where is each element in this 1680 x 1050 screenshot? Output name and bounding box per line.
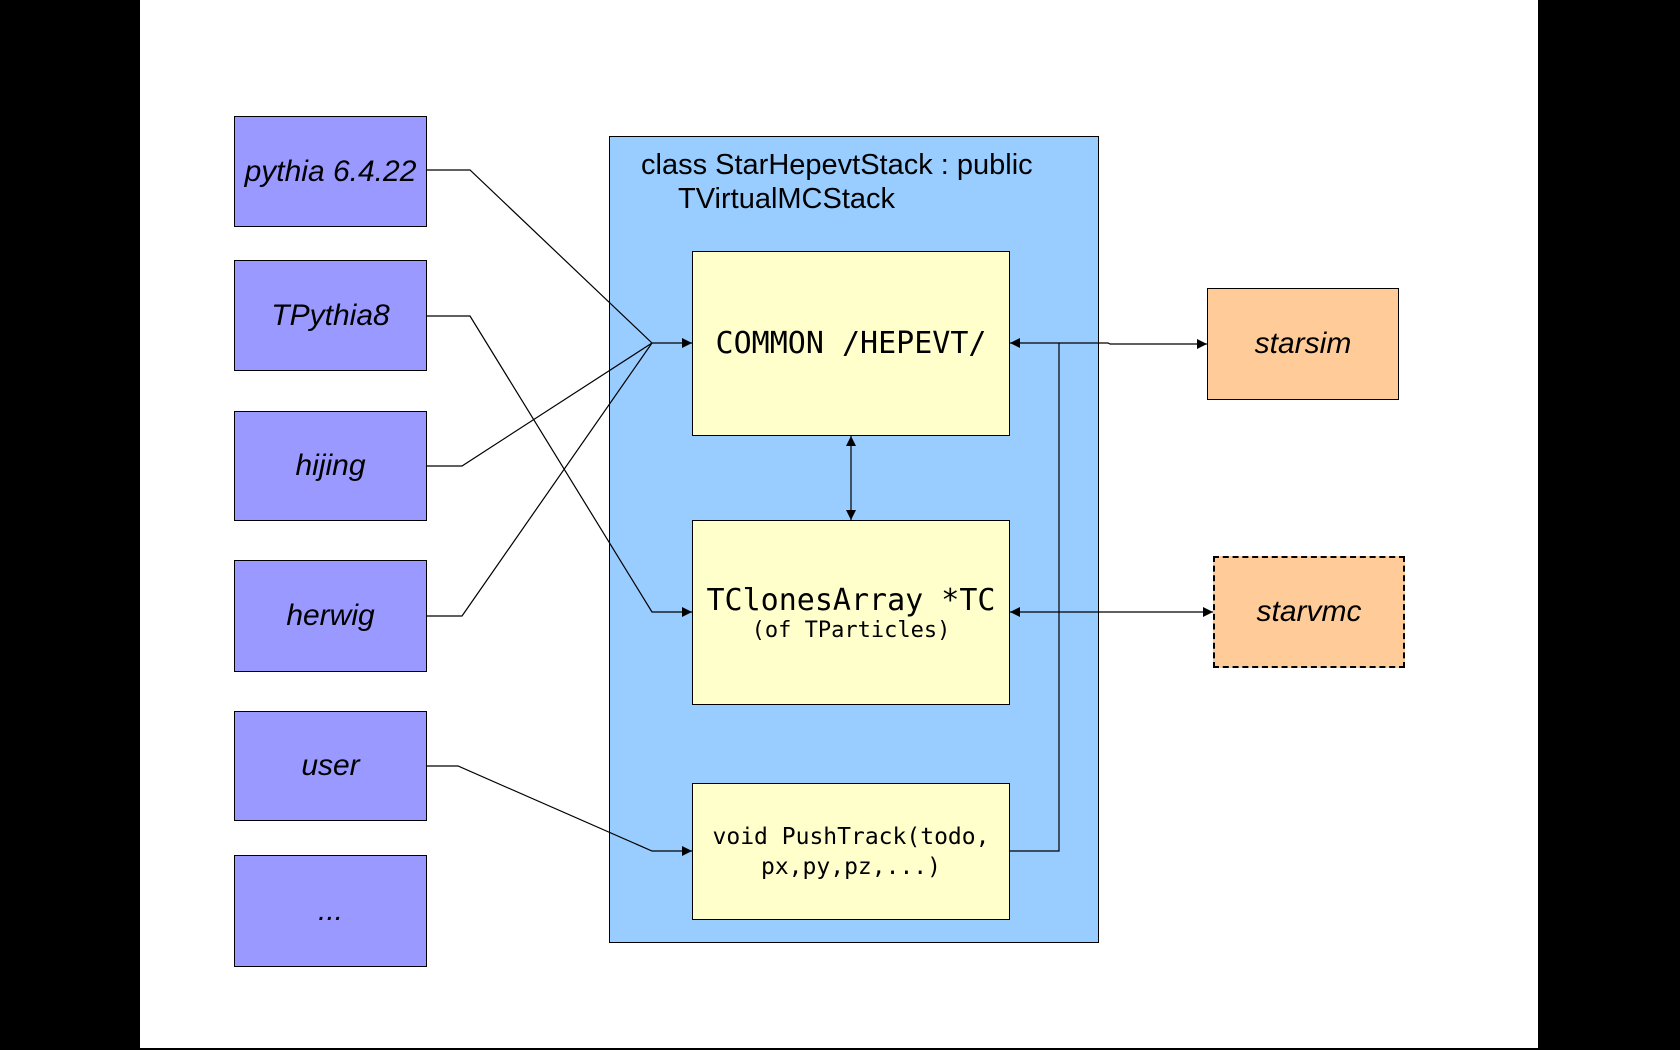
pushtrack-box: void PushTrack(todo, px,py,pz,...) bbox=[692, 783, 1010, 920]
generator-more: ... bbox=[234, 855, 427, 967]
connector-tpythia8-tclones bbox=[427, 315, 692, 617]
generator-label: herwig bbox=[286, 599, 375, 632]
generator-label: user bbox=[301, 749, 360, 782]
stack-class-title-line2: TVirtualMCStack bbox=[678, 183, 896, 215]
generator-label: TPythia8 bbox=[271, 298, 390, 332]
output-starsim: starsim bbox=[1207, 288, 1399, 400]
stack-class-title-line1: class StarHepevtStack : public bbox=[641, 149, 1033, 181]
pushtrack-line1: void PushTrack(todo, bbox=[712, 823, 990, 850]
connector-herwig-hepevt bbox=[427, 342, 653, 617]
generator-pythia6: pythia 6.4.22 bbox=[234, 116, 427, 227]
generator-label: pythia 6.4.22 bbox=[244, 154, 417, 188]
output-label: starvmc bbox=[1256, 595, 1362, 628]
pushtrack-line2: px,py,pz,...) bbox=[760, 853, 941, 880]
generator-hijing: hijing bbox=[234, 411, 427, 521]
output-starvmc: starvmc bbox=[1213, 556, 1405, 668]
generator-herwig: herwig bbox=[234, 560, 427, 672]
connector-pushtrack-starsim bbox=[1010, 343, 1060, 852]
output-label: starsim bbox=[1254, 327, 1352, 360]
tclones-label: TClonesArray *TC bbox=[706, 582, 996, 618]
generator-user: user bbox=[234, 711, 427, 821]
connector-pythia6-hepevt bbox=[427, 169, 692, 348]
connector-user-pushtrack bbox=[427, 765, 692, 856]
generator-label: hijing bbox=[295, 449, 366, 482]
connector-hepevt-starsim bbox=[1010, 338, 1207, 349]
connector-hijing-hepevt bbox=[427, 342, 653, 467]
hepevt-label: COMMON /HEPEVT/ bbox=[715, 326, 987, 361]
hepevt-common-block: COMMON /HEPEVT/ bbox=[692, 251, 1010, 436]
tclones-array-box: TClonesArray *TC (of TParticles) bbox=[692, 520, 1010, 705]
generator-label: ... bbox=[317, 894, 343, 927]
tclones-sublabel: (of TParticles) bbox=[751, 617, 951, 643]
generator-tpythia8: TPythia8 bbox=[234, 260, 427, 371]
